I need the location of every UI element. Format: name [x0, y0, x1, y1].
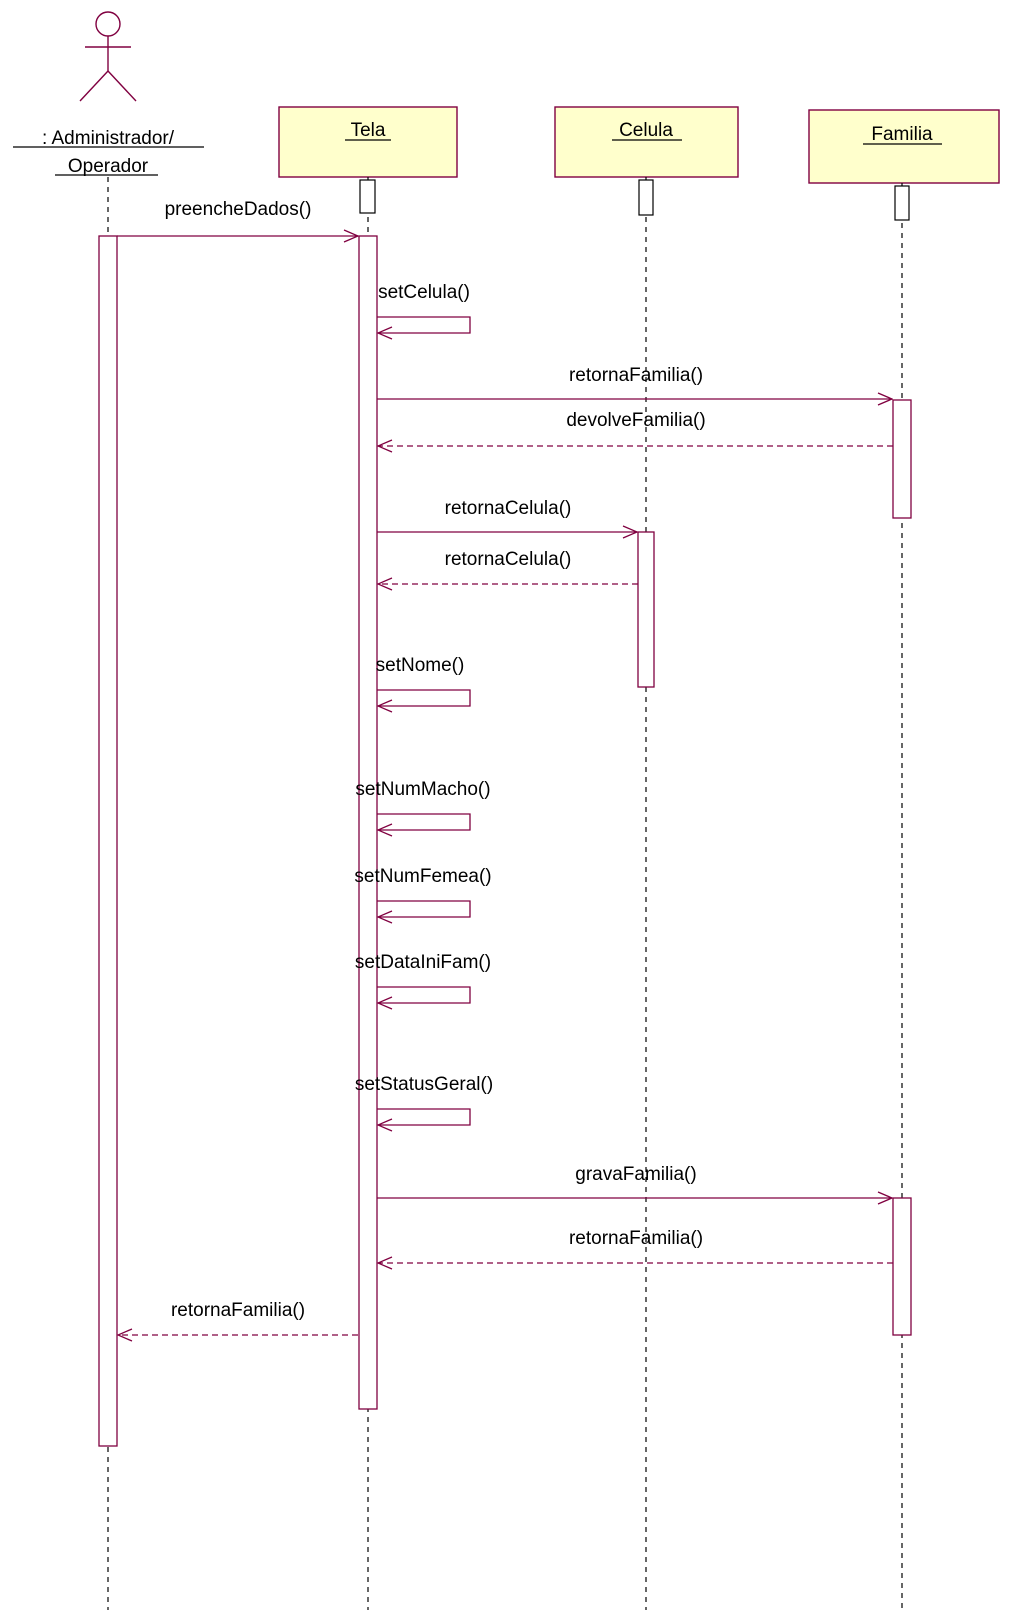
activation-stub-celula — [638, 179, 654, 216]
message-label: devolveFamilia() — [566, 410, 705, 431]
object-label-familia: Familia — [871, 124, 933, 145]
message-label: retornaFamilia() — [569, 1228, 703, 1249]
activation-celula-1 — [637, 531, 655, 688]
message-retornacelula-call: retornaCelula() — [377, 498, 637, 532]
message-retornafamilia-to-actor: retornaFamilia() — [118, 1300, 358, 1335]
message-devolvefamilia-return: devolveFamilia() — [378, 410, 893, 446]
message-label: setCelula() — [378, 282, 470, 303]
message-label: setStatusGeral() — [355, 1074, 493, 1095]
actor-label-line1: : Administrador/ — [42, 128, 175, 149]
activation-familia-1 — [892, 399, 912, 519]
message-retornacelula-return: retornaCelula() — [378, 549, 638, 584]
object-box-familia — [808, 109, 1000, 184]
actor-label-line2: Operador — [68, 156, 149, 177]
message-setcelula: setCelula() — [377, 282, 471, 333]
actor-administrador-operador: : Administrador/ Operador — [13, 11, 204, 177]
activation-stub-tela — [359, 179, 376, 214]
object-box-celula — [554, 106, 739, 178]
message-setstatusgeral: setStatusGeral() — [355, 1074, 493, 1125]
message-label: retornaFamilia() — [171, 1300, 305, 1321]
lifelines — [107, 177, 903, 1610]
message-label: retornaFamilia() — [569, 365, 703, 386]
message-arrow — [377, 900, 471, 917]
message-label: setNome() — [376, 655, 465, 676]
message-retornafamilia-return: retornaFamilia() — [378, 1228, 893, 1263]
message-arrow — [377, 1108, 471, 1125]
message-arrow — [377, 689, 471, 706]
stick-figure-actor-icon — [79, 11, 137, 102]
message-label: preencheDados() — [165, 199, 312, 220]
activation-actor — [98, 235, 118, 1447]
activation-stub-familia — [894, 185, 910, 221]
activation-familia-2 — [892, 1197, 912, 1336]
message-setnummacho: setNumMacho() — [355, 779, 491, 830]
message-label: setNumFemea() — [354, 866, 491, 887]
message-arrow — [377, 316, 471, 333]
message-label: retornaCelula() — [445, 549, 572, 570]
message-label: setDataIniFam() — [355, 952, 491, 973]
object-familia: Familia — [808, 109, 1000, 184]
message-setnome: setNome() — [376, 655, 471, 706]
activation-tela — [358, 235, 378, 1410]
message-arrow — [377, 813, 471, 830]
message-retornafamilia-call: retornaFamilia() — [377, 365, 892, 399]
object-label-tela: Tela — [351, 120, 386, 141]
message-label: setNumMacho() — [355, 779, 490, 800]
object-label-celula: Celula — [619, 120, 673, 141]
message-arrow — [377, 986, 471, 1003]
object-celula: Celula — [554, 106, 739, 178]
object-box-tela — [278, 106, 458, 178]
message-preenchedados: preencheDados() — [117, 199, 358, 236]
message-label: gravaFamilia() — [575, 1164, 696, 1185]
messages: preencheDados() setCelula() retornaFamil… — [117, 199, 893, 1335]
message-setdatainifam: setDataIniFam() — [355, 952, 491, 1003]
message-setnumfemea: setNumFemea() — [354, 866, 492, 917]
message-gravafamilia-call: gravaFamilia() — [377, 1164, 892, 1198]
message-label: retornaCelula() — [445, 498, 572, 519]
object-tela: Tela — [278, 106, 458, 178]
